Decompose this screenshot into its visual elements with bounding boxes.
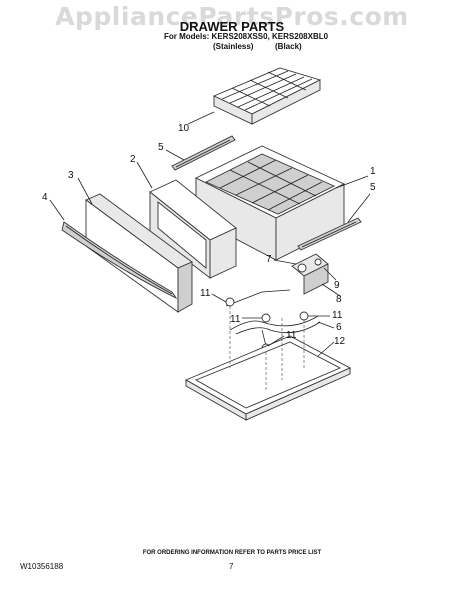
- page-number: 7: [229, 562, 234, 571]
- part-drawer-pan[interactable]: [194, 145, 346, 261]
- part-slide-rail-left[interactable]: [171, 135, 236, 171]
- callout-1: 1: [370, 166, 376, 177]
- finish-stainless: (Stainless): [213, 42, 254, 51]
- callout-5-upper: 5: [158, 142, 164, 153]
- assembly-guide-lines: [229, 306, 305, 392]
- part-drawer-handle[interactable]: [61, 221, 178, 300]
- callout-12: 12: [334, 336, 346, 347]
- document-number: W10356188: [20, 562, 64, 571]
- part-bottom-plate[interactable]: [184, 335, 352, 421]
- callout-2: 2: [130, 154, 136, 165]
- callout-3: 3: [68, 170, 74, 181]
- callout-numbers: 10 5 2 3 4 1 5 7 9 8 11 11 11 11 6 12: [42, 123, 376, 347]
- models-line: For Models: KERS208XSS0, KERS208XBL0: [164, 32, 329, 41]
- part-switch-bracket[interactable]: [291, 253, 329, 295]
- part-inner-door-panel[interactable]: [149, 179, 237, 279]
- callout-11-left: 11: [200, 288, 211, 299]
- callout-5-lower: 5: [370, 182, 376, 193]
- callout-8: 8: [336, 294, 342, 305]
- callout-10: 10: [178, 123, 190, 134]
- watermark: AppliancePartsPros.com: [55, 2, 409, 31]
- callout-6: 6: [336, 322, 342, 333]
- leader-lines: [49, 111, 371, 357]
- finish-black: (Black): [275, 42, 302, 51]
- callout-11-center: 11: [230, 314, 241, 325]
- ordering-note: FOR ORDERING INFORMATION REFER TO PARTS …: [142, 550, 322, 556]
- part-rack[interactable]: [212, 67, 322, 125]
- callout-9: 9: [334, 280, 340, 291]
- part-slide-rail-right[interactable]: [297, 217, 362, 251]
- callout-4: 4: [42, 192, 48, 203]
- callout-7: 7: [266, 254, 272, 265]
- callout-11-lower: 11: [286, 330, 297, 341]
- diagram-title: DRAWER PARTS: [179, 19, 285, 34]
- callout-11-right: 11: [332, 310, 343, 321]
